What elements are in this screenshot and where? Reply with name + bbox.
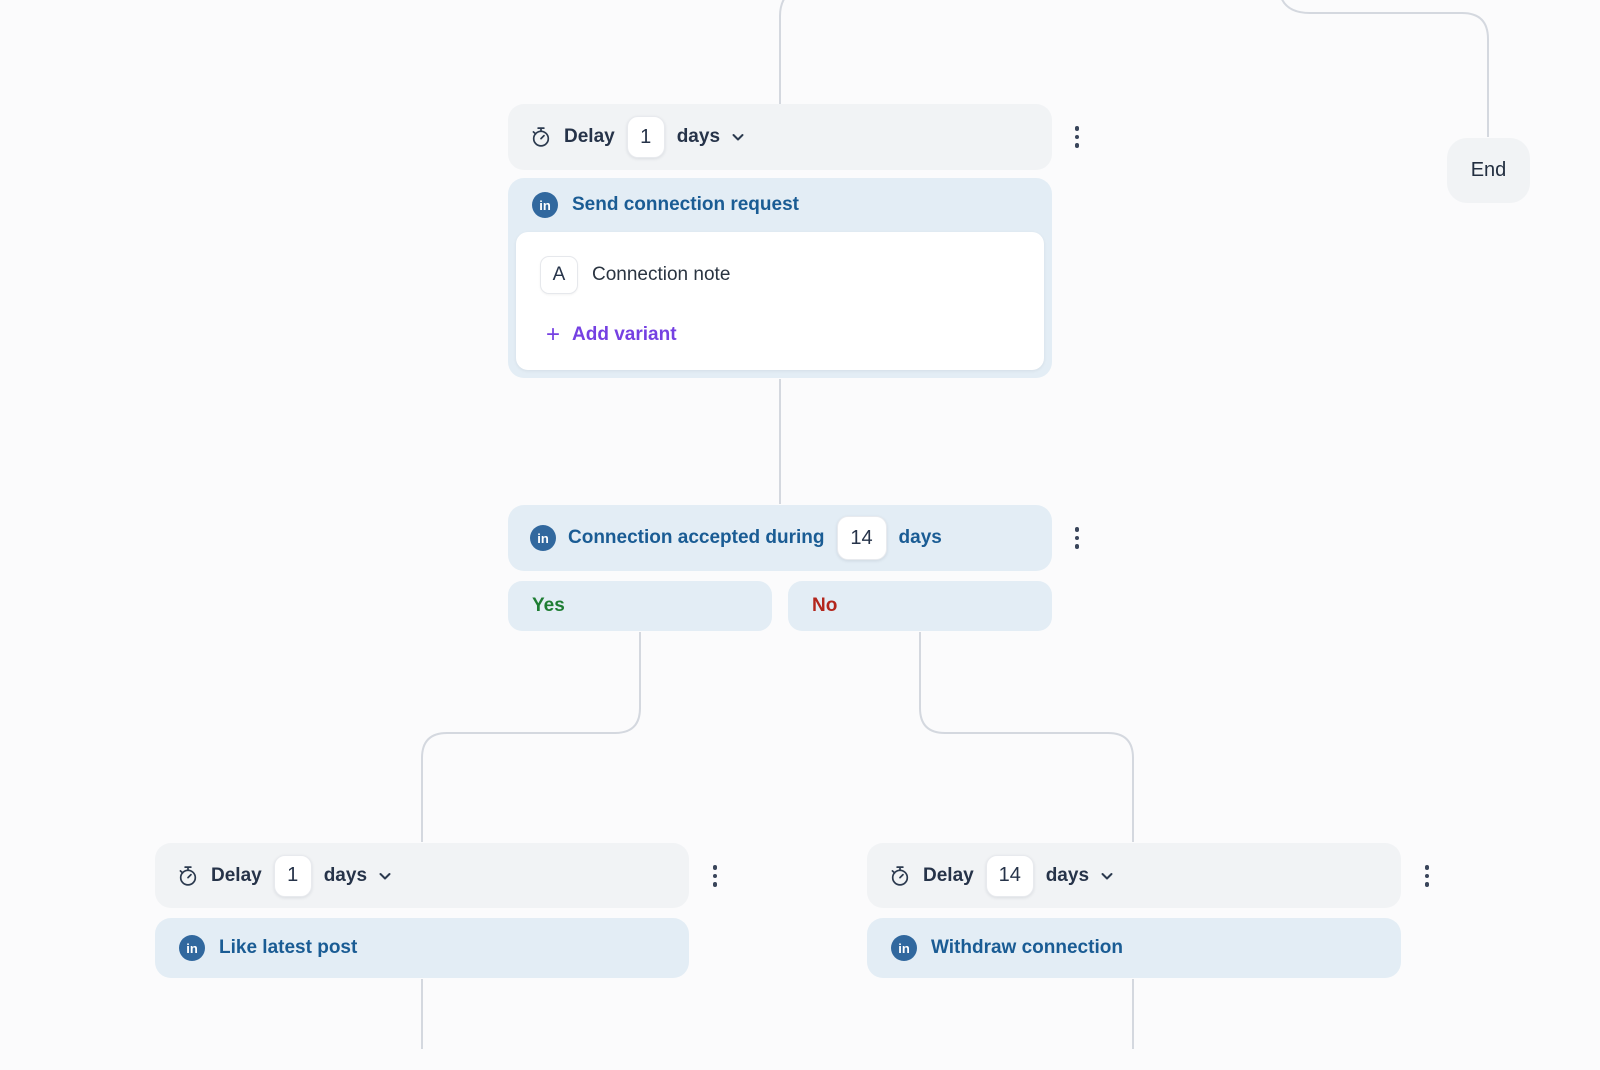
send-connection-title: Send connection request [572, 194, 799, 215]
timer-icon [177, 865, 199, 887]
delay-days-input[interactable] [985, 854, 1034, 897]
delay-unit-label: days [1045, 864, 1090, 886]
end-node: End [1447, 138, 1530, 203]
like-latest-post-node[interactable]: in Like latest post [155, 918, 689, 978]
delay-node-left[interactable]: Delay days [155, 843, 689, 908]
delay-node-right[interactable]: Delay days [867, 843, 1401, 908]
delay-days-input[interactable] [273, 854, 312, 897]
delay-label: Delay [211, 864, 262, 886]
send-connection-header: in Send connection request [508, 178, 1052, 232]
linkedin-icon: in [891, 935, 917, 961]
chevron-down-icon[interactable] [730, 129, 746, 145]
delay-label: Delay [564, 126, 615, 147]
timer-icon [889, 865, 911, 887]
connector-no-branch [919, 632, 1134, 842]
delay-right-menu-button[interactable] [1414, 855, 1440, 897]
linkedin-icon: in [532, 192, 558, 218]
no-label: No [812, 595, 838, 616]
delay-top-menu-button[interactable] [1064, 116, 1090, 158]
delay-unit-label: days [676, 126, 721, 147]
condition-title: Connection accepted during [568, 527, 825, 548]
condition-days-input[interactable] [836, 516, 887, 560]
branch-yes[interactable]: Yes [508, 581, 772, 631]
connector-top-main [779, 0, 785, 104]
connector-yes-branch [421, 632, 641, 842]
chevron-down-icon[interactable] [377, 868, 393, 884]
condition-unit-label: days [898, 527, 942, 548]
branch-no[interactable]: No [788, 581, 1052, 631]
linkedin-icon: in [530, 525, 556, 551]
condition-menu-button[interactable] [1064, 517, 1090, 559]
variant-badge: A [540, 256, 578, 294]
timer-icon [530, 126, 552, 148]
delay-label: Delay [923, 864, 974, 886]
chevron-down-icon[interactable] [1099, 868, 1115, 884]
variants-card: A Connection note + Add variant [516, 232, 1044, 370]
linkedin-icon: in [179, 935, 205, 961]
variant-row[interactable]: A Connection note [540, 256, 1020, 294]
send-connection-node[interactable]: in Send connection request A Connection … [508, 178, 1052, 378]
variant-name: Connection note [592, 264, 731, 285]
delay-unit-label: days [323, 864, 368, 886]
delay-days-input[interactable] [626, 116, 665, 158]
plus-icon: + [546, 321, 561, 348]
like-latest-post-title: Like latest post [219, 937, 358, 958]
withdraw-connection-title: Withdraw connection [931, 937, 1123, 958]
delay-node-top[interactable]: Delay days [508, 104, 1052, 170]
connector-top-end [1281, 0, 1489, 137]
add-variant-label: Add variant [572, 324, 677, 345]
yes-label: Yes [532, 595, 565, 616]
end-label: End [1470, 159, 1507, 181]
withdraw-connection-node[interactable]: in Withdraw connection [867, 918, 1401, 978]
delay-left-menu-button[interactable] [702, 855, 728, 897]
condition-node[interactable]: in Connection accepted during days [508, 505, 1052, 571]
add-variant-button[interactable]: + Add variant [540, 321, 1020, 348]
